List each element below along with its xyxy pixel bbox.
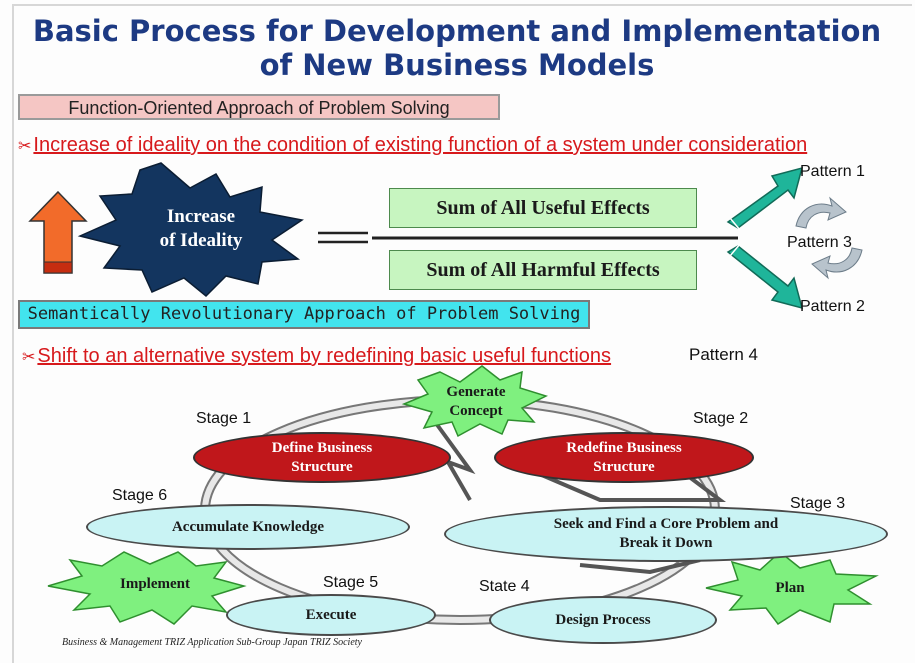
plan-burst-icon — [705, 551, 879, 626]
ideality-star-text: Increase of Ideality — [159, 206, 243, 251]
pattern2-arrow-icon — [726, 243, 804, 310]
stage3-label: Stage 3 — [790, 495, 846, 512]
function-oriented-label: Function-Oriented Approach of Problem So… — [18, 94, 500, 120]
stage5-execute: Execute — [226, 594, 436, 636]
state4-label: State 4 — [479, 578, 530, 595]
stage6-label: Stage 6 — [112, 487, 168, 504]
bullet-icon: ✂ — [18, 138, 32, 155]
stage1-label: Stage 1 — [196, 410, 252, 427]
pattern1-label: Pattern 1 — [800, 163, 865, 180]
useful-effects-box: Sum of All Useful Effects — [389, 188, 697, 228]
ideality-star-icon — [77, 162, 304, 298]
implement-text: Implement — [120, 576, 190, 592]
stage6-accumulate-knowledge: Accumulate Knowledge — [86, 504, 410, 550]
credit-text: Business & Management TRIZ Application S… — [62, 637, 362, 648]
harmful-effects-box: Sum of All Harmful Effects — [389, 250, 697, 290]
bullet-icon: ✂ — [22, 349, 36, 366]
pattern3-label: Pattern 3 — [787, 234, 852, 251]
semantic-statement: ✂Shift to an alternative system by redef… — [22, 345, 612, 367]
up-arrow-icon — [28, 190, 88, 274]
stage2-label: Stage 2 — [693, 410, 749, 427]
page-title-line1: Basic Process for Development and Implem… — [32, 14, 882, 48]
pattern3-cycle-icon — [795, 196, 863, 280]
generate-concept-text: Generate Concept — [446, 384, 506, 419]
pattern4-label: Pattern 4 — [689, 345, 758, 364]
function-oriented-statement: ✂Increase of ideality on the condition o… — [18, 134, 808, 156]
slide-border-top — [12, 4, 912, 6]
pattern1-arrow-icon — [726, 166, 804, 231]
semantic-approach-label: Semantically Revolutionary Approach of P… — [18, 300, 590, 329]
state4-design-process: Design Process — [489, 596, 717, 644]
stage5-label: Stage 5 — [323, 574, 379, 591]
generate-burst-icon — [401, 365, 549, 438]
plan-text: Plan — [775, 580, 805, 596]
slide-border-left — [12, 4, 14, 663]
pattern2-label: Pattern 2 — [800, 298, 865, 315]
page-title-line2: of New Business Models — [259, 48, 655, 82]
